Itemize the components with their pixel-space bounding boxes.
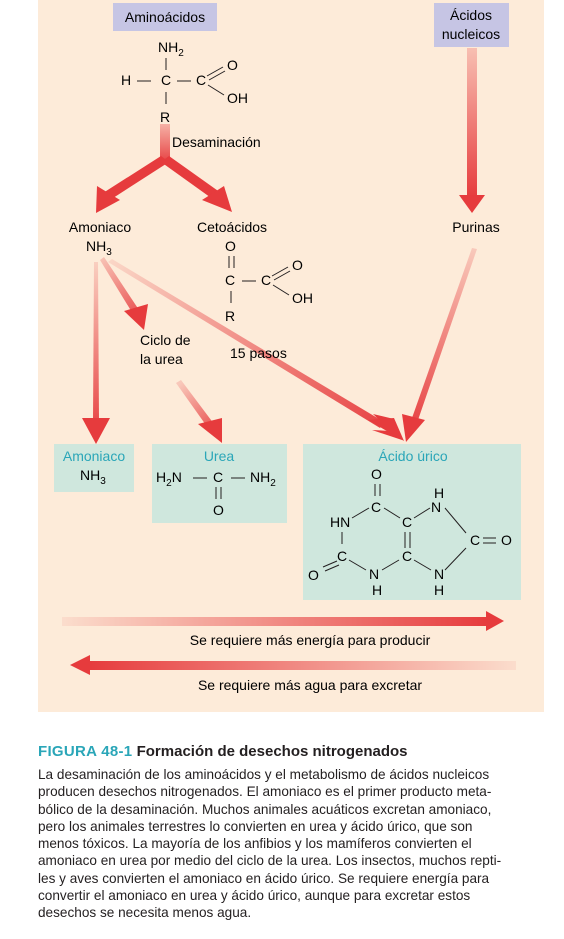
aminoacidos-label: Aminoácidos (125, 9, 205, 25)
caption-body: La desaminación de los aminoácidos y el … (38, 766, 548, 922)
amoniaco-product-box (54, 444, 134, 492)
svg-text:NH2: NH2 (158, 39, 184, 59)
caption-line: bólico de la desaminación. Muchos animal… (38, 801, 492, 817)
nh3-formula: NH3 (86, 238, 112, 258)
svg-text:C: C (470, 532, 480, 548)
ciclo-urea-label-1: Ciclo de (140, 332, 191, 348)
caption-title: FIGURA 48-1 Formación de desechos nitrog… (38, 742, 548, 762)
svg-text:O: O (213, 502, 224, 518)
svg-text:O: O (227, 57, 238, 73)
svg-text:OH: OH (292, 290, 313, 306)
urea-structure: H2N C NH2 O (156, 469, 276, 518)
purinas-label: Purinas (452, 219, 499, 235)
figure-title: Formación de desechos nitrogenados (136, 743, 408, 760)
svg-text:C: C (371, 499, 381, 515)
caption-line: La desaminación de los aminoácidos y el … (38, 767, 490, 782)
svg-text:C: C (402, 514, 412, 530)
svg-text:N: N (431, 499, 441, 515)
purinas-to-uric-acid-arrow (402, 248, 477, 442)
acidos-nucleicos-label-1: Ácidos (450, 7, 492, 23)
svg-text:O: O (371, 466, 382, 482)
svg-text:C: C (337, 548, 347, 564)
amoniaco-label: Amoniaco (69, 219, 131, 235)
amoniaco-product-title: Amoniaco (63, 448, 125, 464)
acidos-nucleicos-label-2: nucleicos (442, 26, 500, 42)
urea-product-box (152, 444, 287, 523)
caption-line: desechos se necesita menos agua. (38, 905, 252, 921)
figure-caption: FIGURA 48-1 Formación de desechos nitrog… (38, 742, 548, 922)
svg-text:R: R (225, 308, 235, 324)
svg-text:N: N (369, 566, 379, 582)
urea-cycle-to-urea-arrow (176, 380, 222, 443)
caption-line: les y aves convierten el amoniaco en áci… (38, 870, 490, 886)
svg-text:N: N (434, 566, 444, 582)
svg-text:H: H (434, 582, 444, 598)
energy-label: Se requiere más energía para producir (190, 632, 431, 648)
caption-line: amoniaco en urea por medio del ciclo de … (38, 853, 502, 869)
svg-text:C: C (161, 72, 171, 88)
water-label: Se requiere más agua para excretar (198, 677, 422, 693)
svg-text:OH: OH (227, 90, 248, 106)
ammonia-to-uric-acid-arrow (108, 259, 404, 441)
svg-text:H: H (121, 72, 131, 88)
deamination-stem-arrow (160, 124, 170, 162)
svg-text:C: C (213, 469, 223, 485)
acido-urico-product-title: Ácido úrico (378, 448, 447, 464)
nucleic-to-purinas-arrow (459, 48, 485, 213)
amino-acid-structure: NH2 H C C O OH R (121, 39, 248, 125)
desaminacion-label: Desaminación (172, 134, 261, 150)
deamination-left-arrow (96, 156, 169, 213)
svg-text:HN: HN (330, 514, 350, 530)
amoniaco-product-formula: NH3 (80, 467, 106, 487)
svg-text:H: H (372, 582, 382, 598)
caption-line: convertir el amoniaco en urea y ácido úr… (38, 888, 471, 904)
svg-text:NH2: NH2 (250, 469, 276, 489)
ciclo-urea-label-2: la urea (140, 351, 183, 367)
caption-line: menos tóxicos. La mayoría de los anfibio… (38, 836, 472, 852)
svg-text:O: O (225, 238, 236, 254)
aminoacidos-box (113, 3, 217, 31)
urea-product-title: Urea (204, 448, 235, 464)
ketoacid-structure: O C C O OH R (225, 238, 313, 324)
quince-pasos-label: 15 pasos (230, 345, 287, 361)
ammonia-to-urea-cycle-arrow (100, 257, 148, 330)
svg-text:C: C (261, 272, 271, 288)
uric-acid-structure: O C H HN C N C O C O N C N H H (308, 466, 512, 598)
svg-text:C: C (225, 272, 235, 288)
figure-number: FIGURA 48-1 (38, 743, 133, 760)
svg-text:O: O (308, 567, 319, 583)
water-gradient-arrow (70, 655, 516, 675)
svg-text:H2N: H2N (156, 469, 182, 489)
acidos-nucleicos-box (434, 3, 509, 47)
nitrogen-waste-diagram: Aminoácidos Ácidos nucleicos NH2 H C C O… (54, 3, 521, 693)
caption-line: producen desechos nitrogenados. El amoni… (38, 784, 492, 800)
deamination-right-arrow (161, 156, 232, 212)
svg-text:O: O (292, 257, 303, 273)
svg-text:R: R (160, 109, 170, 125)
svg-text:C: C (402, 548, 412, 564)
energy-gradient-arrow (62, 611, 504, 631)
svg-text:H: H (434, 485, 444, 501)
ammonia-down-arrow (82, 262, 110, 444)
caption-line: pero los animales terrestres lo conviert… (38, 818, 473, 834)
acido-urico-product-box (303, 444, 521, 600)
svg-text:C: C (196, 72, 206, 88)
cetoacidos-label: Cetoácidos (197, 219, 267, 235)
svg-text:O: O (501, 532, 512, 548)
